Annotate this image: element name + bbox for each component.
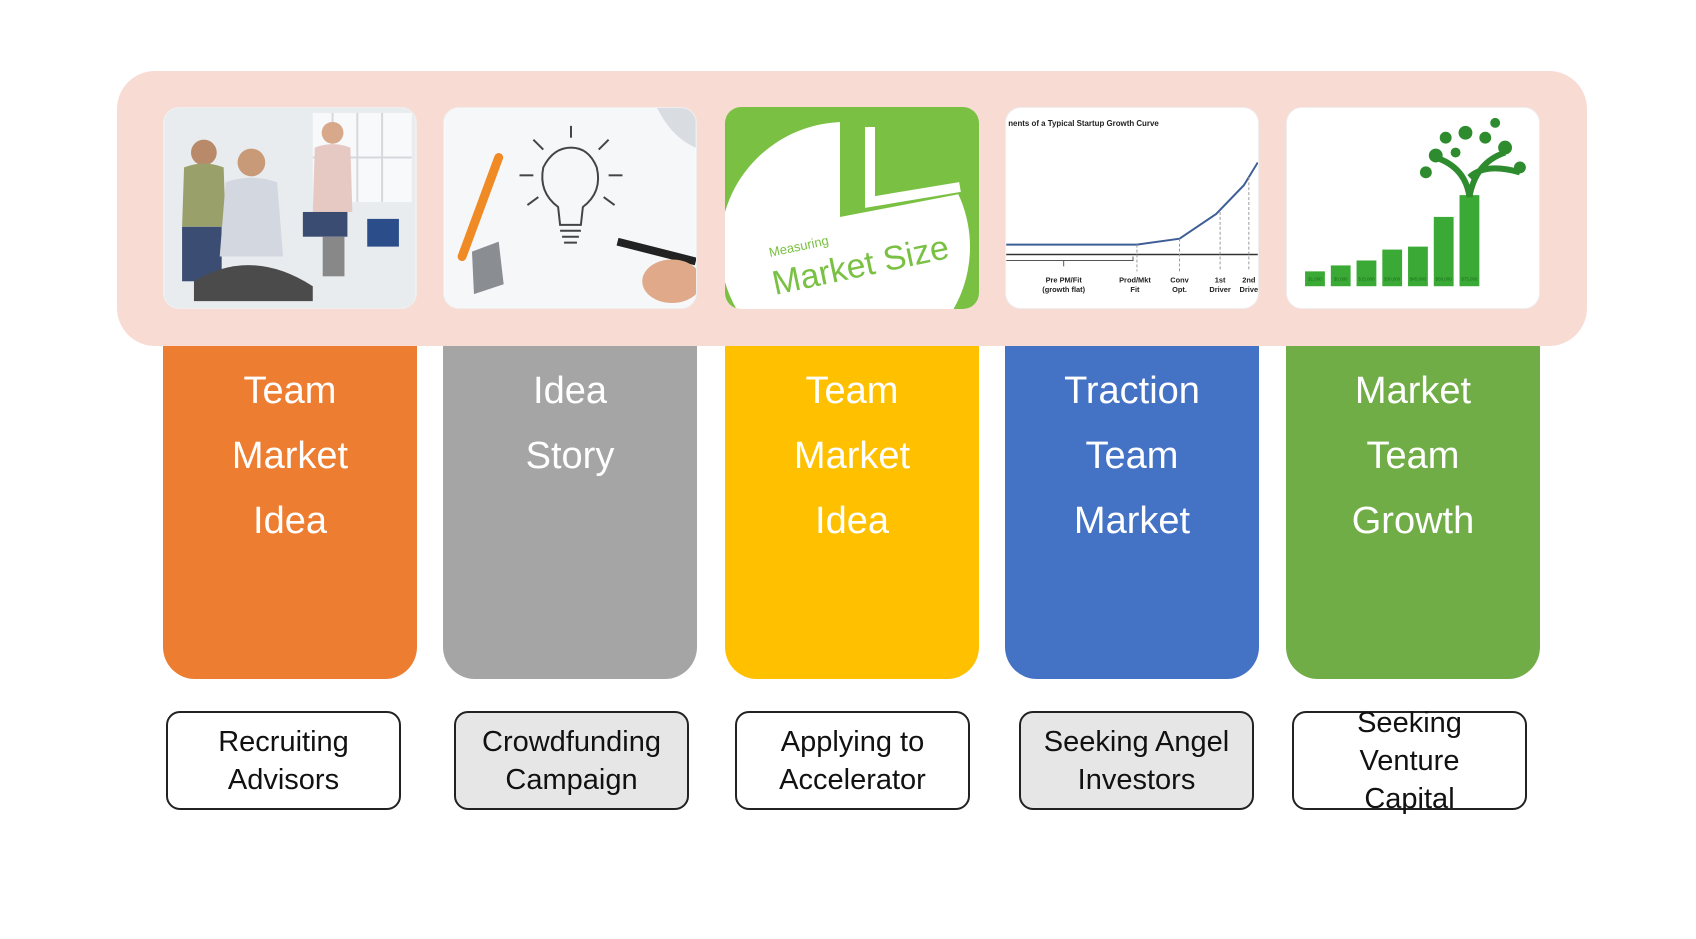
- market-size-pie-icon: Measuring Market Size: [725, 107, 979, 309]
- funding-label: Seeking: [1357, 706, 1462, 739]
- lightbulb-sketch-card: [443, 107, 697, 309]
- stage-column-accelerator: Team Market Idea: [725, 346, 979, 679]
- stage-column-advisors: Team Market Idea: [163, 346, 417, 679]
- curve-label: (growth flat): [1042, 285, 1085, 294]
- factor-label: Market: [1073, 500, 1191, 542]
- bar-label: $1,000: [1308, 276, 1322, 281]
- bar-label: $75,000: [1461, 276, 1478, 281]
- funding-label: Campaign: [505, 763, 638, 796]
- funding-label: Recruiting: [218, 725, 349, 758]
- growth-curve-chart-icon: nents of a Typical Startup Growth Curve …: [1006, 108, 1258, 308]
- factor-label: Team: [243, 370, 337, 412]
- market-size-card: Measuring Market Size: [725, 107, 979, 309]
- bar-label: $15,000: [1358, 276, 1375, 281]
- factor-label: Idea: [533, 370, 607, 412]
- factor-label: Growth: [1351, 500, 1475, 542]
- curve-label: Prod/Mkt: [1119, 275, 1151, 284]
- stage-column-vc: Market Team Growth: [1286, 346, 1540, 679]
- funding-label: Applying to: [780, 725, 925, 758]
- factor-label: Idea: [253, 500, 327, 542]
- curve-label: Drive: [1240, 285, 1258, 294]
- curve-label: Conv: [1170, 275, 1189, 284]
- funding-label: Crowdfunding: [482, 725, 661, 758]
- bar-label: $45,000: [1410, 276, 1427, 281]
- funding-label: Seeking Angel: [1043, 725, 1230, 758]
- money-tree-card: $1,000 $5,000 $15,000 $30,000 $45,000 $6…: [1286, 107, 1540, 309]
- factor-label: Market: [231, 435, 349, 477]
- factor-label: Traction: [1064, 370, 1200, 412]
- funding-box-accelerator: Applying to Accelerator: [735, 711, 970, 810]
- stage-column-crowdfunding: Idea Story: [443, 346, 697, 679]
- curve-label: Pre PM/Fit: [1046, 275, 1083, 284]
- funding-label: Investors: [1077, 763, 1196, 796]
- factor-label: Team: [1085, 435, 1179, 477]
- funding-box-angel: Seeking Angel Investors: [1019, 711, 1254, 810]
- bar-label: $60,000: [1436, 276, 1453, 281]
- factor-label: Market: [1354, 370, 1472, 412]
- bar-label: $5,000: [1334, 276, 1348, 281]
- funding-label: Venture: [1359, 744, 1460, 777]
- team-photo-card: [163, 107, 417, 309]
- curve-label: Driver: [1209, 285, 1231, 294]
- funding-label: Capital: [1364, 782, 1455, 815]
- curve-label: 2nd: [1242, 275, 1256, 284]
- funding-box-advisors: Recruiting Advisors: [166, 711, 401, 810]
- lightbulb-sketch-icon: [444, 108, 696, 308]
- factor-label: Story: [525, 435, 615, 477]
- funding-box-crowdfunding: Crowdfunding Campaign: [454, 711, 689, 810]
- curve-label: Opt.: [1172, 285, 1187, 294]
- money-tree-bars-icon: $1,000 $5,000 $15,000 $30,000 $45,000 $6…: [1287, 108, 1539, 308]
- factor-label: Idea: [815, 500, 889, 542]
- growth-curve-card: nents of a Typical Startup Growth Curve …: [1005, 107, 1259, 309]
- team-photo-icon: [164, 108, 416, 308]
- bar-label: $30,000: [1384, 276, 1401, 281]
- funding-box-vc: Seeking Venture Capital: [1292, 707, 1527, 815]
- factor-label: Team: [1366, 435, 1460, 477]
- curve-label: Fit: [1130, 285, 1140, 294]
- factor-label: Team: [805, 370, 899, 412]
- stage-column-angel: Traction Team Market: [1005, 346, 1259, 679]
- funding-label: Accelerator: [779, 763, 926, 796]
- funding-label: Advisors: [227, 763, 340, 796]
- factor-label: Market: [793, 435, 911, 477]
- curve-label: 1st: [1215, 275, 1226, 284]
- growth-curve-title: nents of a Typical Startup Growth Curve: [1008, 119, 1159, 128]
